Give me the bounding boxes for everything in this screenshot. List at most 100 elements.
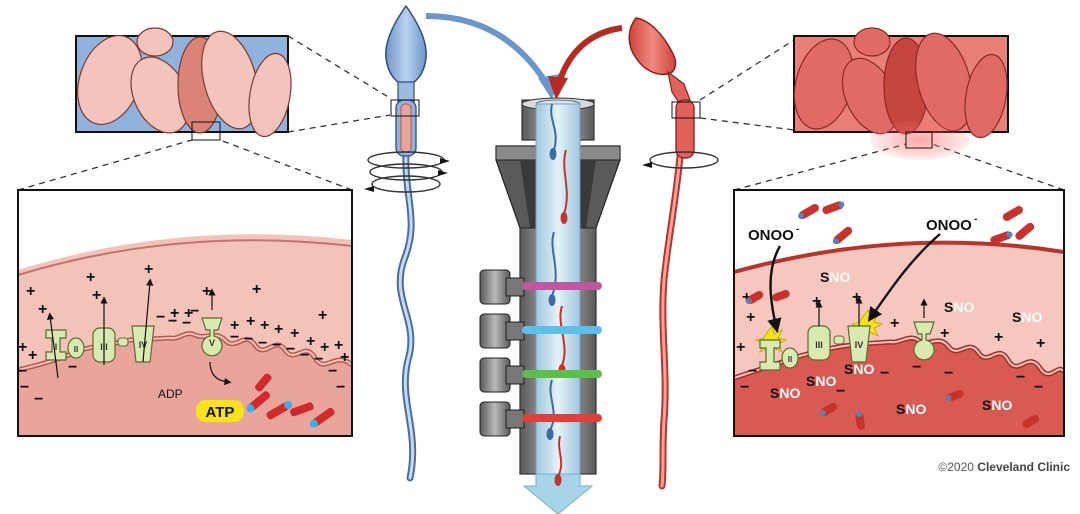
svg-text:−: − — [836, 383, 845, 400]
complex-iv-right: IV — [847, 325, 871, 363]
healthy-membrane-panel: I II III IV V +++ +++ — [17, 189, 353, 437]
svg-text:+: + — [86, 269, 95, 286]
right-zoom-lines — [699, 39, 1065, 191]
svg-text:−: − — [272, 337, 281, 354]
svg-text:−: − — [300, 347, 309, 364]
svg-text:+: + — [320, 339, 329, 356]
onoo-label-right: ONOO — [926, 217, 972, 234]
svg-text:−: − — [258, 335, 267, 352]
svg-text:−: − — [740, 379, 749, 396]
svg-text:−: − — [20, 379, 29, 396]
svg-text:+: + — [742, 289, 751, 306]
copyright-credit: ©2020 Cleveland Clinic — [938, 460, 1070, 474]
svg-text:−: − — [1016, 369, 1025, 386]
svg-text:−: − — [286, 341, 295, 358]
svg-text:SNO: SNO — [1012, 309, 1042, 325]
sno-labels: SNO SNO SNO SNO SNO SNO SNO SNO — [770, 269, 1042, 417]
complex-i-label: I — [55, 342, 58, 352]
copyright-org: Cleveland Clinic — [977, 460, 1070, 474]
complex-v-left: V — [201, 317, 223, 357]
svg-text:−: − — [912, 359, 921, 376]
complex-ii-right: II — [781, 347, 799, 369]
healthy-mitochondria-panel — [75, 27, 292, 141]
svg-text:+: + — [230, 317, 239, 334]
complex-iv-label-right: IV — [855, 340, 864, 350]
svg-text:+: + — [274, 321, 283, 338]
svg-text:SNO: SNO — [820, 269, 850, 285]
svg-text:SNO: SNO — [806, 373, 836, 389]
svg-text:−: − — [34, 391, 43, 408]
svg-text:+: + — [340, 349, 349, 366]
svg-text:SNO: SNO — [844, 361, 874, 377]
blue-flow-arrow — [425, 13, 551, 88]
atp-molecules — [246, 373, 335, 428]
svg-text:+: + — [28, 347, 37, 364]
svg-text:−: − — [244, 331, 253, 348]
svg-text:SNO: SNO — [896, 401, 926, 417]
svg-text:+: + — [144, 261, 153, 278]
svg-text:+: + — [318, 307, 327, 324]
svg-text:+: + — [38, 301, 47, 318]
healthy-sperm — [364, 4, 450, 482]
complex-ii-label: II — [74, 345, 78, 354]
damaged-membrane-panel: II III IV ONOO - ONOO - SNO SNO — [733, 189, 1065, 437]
svg-text:−: − — [190, 303, 199, 320]
svg-text:+: + — [18, 339, 27, 356]
svg-text:+: + — [246, 313, 255, 330]
complex-ii-left: II — [67, 337, 85, 359]
svg-text:+: + — [940, 325, 949, 342]
svg-text:+: + — [334, 337, 343, 354]
onoo-superscript-left: - — [796, 224, 799, 235]
svg-text:+: + — [746, 309, 755, 326]
svg-text:+: + — [260, 317, 269, 334]
svg-text:+: + — [26, 283, 35, 300]
svg-text:−: − — [314, 351, 323, 368]
charge-symbols-left: +++ +++ +++ +++ +++ +++ +++ −−− −−− −−− … — [18, 261, 349, 408]
adp-label: ADP — [158, 387, 183, 401]
complex-iii-right: III — [807, 325, 831, 361]
svg-text:−: − — [880, 365, 889, 382]
peroxynitrite-molecules — [745, 201, 1040, 430]
svg-text:+: + — [92, 287, 101, 304]
svg-text:−: − — [336, 379, 345, 396]
svg-text:−: − — [156, 309, 165, 326]
charge-symbols-right: +++ +++ +++ −−− −−− −− — [736, 289, 1045, 400]
left-zoom-lines — [17, 35, 391, 191]
red-flow-arrow — [555, 25, 623, 87]
complex-iv-label: IV — [139, 340, 148, 350]
onoo-label-left: ONOO — [748, 227, 794, 244]
svg-text:−: − — [68, 359, 77, 376]
complex-v-right — [913, 321, 935, 361]
complex-iii-label-right: III — [815, 340, 823, 350]
svg-text:+: + — [252, 281, 261, 298]
svg-text:−: − — [168, 313, 177, 330]
svg-text:−: − — [1034, 379, 1043, 396]
laser-emitters — [479, 269, 602, 437]
svg-text:+: + — [290, 325, 299, 342]
svg-text:−: − — [328, 363, 337, 380]
svg-text:+: + — [994, 329, 1003, 346]
svg-text:+: + — [184, 305, 193, 322]
svg-text:+: + — [852, 289, 861, 306]
onoo-superscript-right: - — [974, 214, 977, 225]
svg-text:+: + — [1036, 335, 1045, 352]
damaged-mitochondria-panel — [793, 27, 1009, 160]
copyright-year: ©2020 — [938, 460, 974, 474]
svg-text:−: − — [230, 329, 239, 346]
svg-text:+: + — [736, 339, 745, 356]
svg-text:−: − — [748, 363, 757, 380]
svg-text:−: − — [944, 365, 953, 382]
damaged-sperm — [628, 17, 719, 490]
complex-ii-label-right: II — [788, 355, 792, 364]
svg-text:SNO: SNO — [770, 385, 800, 401]
svg-text:+: + — [170, 305, 179, 322]
svg-text:SNO: SNO — [944, 299, 974, 315]
svg-text:SNO: SNO — [982, 397, 1012, 413]
svg-text:+: + — [890, 315, 899, 332]
flow-cytometer-device — [479, 97, 621, 514]
svg-text:−: − — [18, 363, 27, 380]
complex-v-label: V — [209, 338, 215, 348]
svg-text:+: + — [812, 293, 821, 310]
svg-text:−: − — [182, 315, 191, 332]
